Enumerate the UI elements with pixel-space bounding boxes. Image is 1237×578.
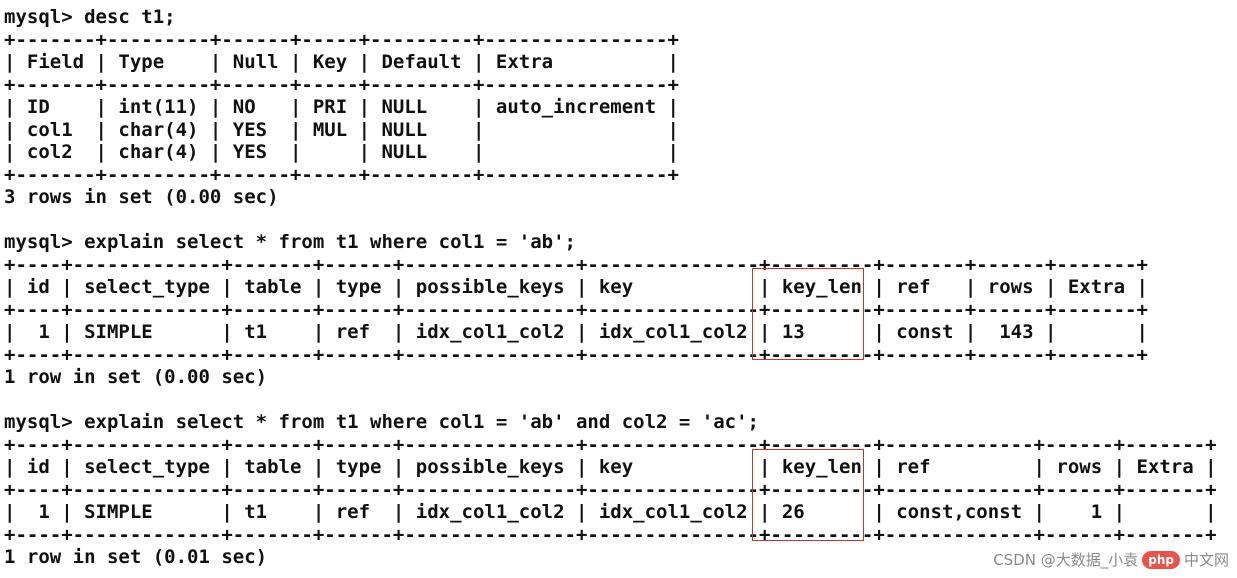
result-summary: 3 rows in set (0.00 sec): [4, 186, 279, 208]
table-row: | 1 | SIMPLE | t1 | ref | idx_col1_col2 …: [4, 321, 1148, 343]
watermark-text: CSDN @大数据_小袁: [993, 551, 1139, 569]
table-border: +----+-------------+-------+------+-----…: [4, 298, 1148, 321]
result-summary: 1 row in set (0.01 sec): [4, 546, 268, 568]
table-border: +-------+---------+------+-----+--------…: [4, 73, 679, 96]
table-row: | 1 | SIMPLE | t1 | ref | idx_col1_col2 …: [4, 501, 1217, 523]
table-border: +----+-------------+-------+------+-----…: [4, 343, 1148, 366]
table-header-row: | id | select_type | table | type | poss…: [4, 276, 1148, 298]
watermark: CSDN @大数据_小袁 php 中文网: [993, 549, 1229, 570]
table-border: +----+-------------+-------+------+-----…: [4, 478, 1217, 501]
table-row: | ID | int(11) | NO | PRI | NULL | auto_…: [4, 96, 679, 118]
blank-line: [4, 389, 1230, 412]
prompt-line: mysql> explain select * from t1 where co…: [4, 231, 576, 253]
table-row: | col2 | char(4) | YES | | NULL | |: [4, 141, 679, 163]
blank-line: [4, 209, 1230, 232]
table-row: | col1 | char(4) | YES | MUL | NULL | |: [4, 118, 679, 141]
table-header-row: | Field | Type | Null | Key | Default | …: [4, 51, 679, 73]
table-border: +----+-------------+-------+------+-----…: [4, 433, 1217, 456]
prompt-line: mysql> desc t1;: [4, 6, 176, 28]
prompt-line: mysql> explain select * from t1 where co…: [4, 411, 759, 433]
table-header-row: | id | select_type | table | type | poss…: [4, 456, 1217, 478]
table-border: +----+-------------+-------+------+-----…: [4, 253, 1148, 276]
mysql-terminal-output: mysql> desc t1; +-------+---------+-----…: [4, 6, 1230, 572]
table-border: +-------+---------+------+-----+--------…: [4, 28, 679, 51]
php-logo-icon: php: [1142, 550, 1180, 569]
watermark-caption: 中文网: [1183, 551, 1229, 569]
table-border: +----+-------------+-------+------+-----…: [4, 523, 1217, 546]
table-border: +-------+---------+------+-----+--------…: [4, 163, 679, 186]
result-summary: 1 row in set (0.00 sec): [4, 366, 268, 388]
